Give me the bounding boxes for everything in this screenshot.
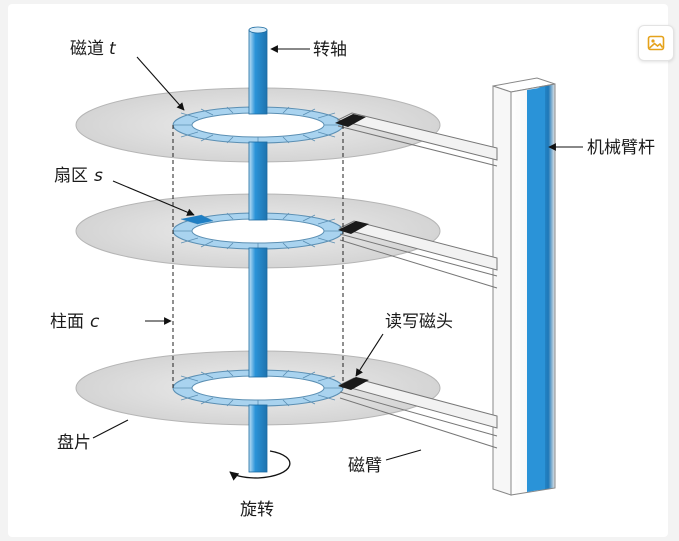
read-write-head-top xyxy=(335,114,366,127)
leader-platter xyxy=(92,419,129,439)
rotation-arrow xyxy=(229,450,291,481)
label-spindle: 转轴 xyxy=(313,40,347,60)
spindle xyxy=(248,26,268,473)
leader-track xyxy=(136,56,185,111)
label-read-write-head: 读写磁头 xyxy=(385,312,453,332)
image-action-button[interactable] xyxy=(638,25,674,61)
label-actuator: 机械臂杆 xyxy=(587,138,655,158)
leader-head xyxy=(355,333,384,377)
read-write-head-bottom xyxy=(338,377,369,390)
arm-bottom xyxy=(338,377,498,449)
actuator-arm-column xyxy=(492,77,556,496)
label-rotation: 旋转 xyxy=(240,500,274,520)
cylinder-outline xyxy=(172,125,344,388)
platter-top xyxy=(75,87,441,163)
label-platter: 盘片 xyxy=(57,433,91,453)
leader-arm xyxy=(385,449,422,461)
arm-top xyxy=(335,112,498,167)
label-arm: 磁臂 xyxy=(348,456,382,476)
leader-sector xyxy=(112,180,195,216)
arm-middle xyxy=(338,220,498,289)
sector-highlight xyxy=(181,215,213,224)
image-icon xyxy=(647,35,665,51)
read-write-head-middle xyxy=(338,221,369,234)
